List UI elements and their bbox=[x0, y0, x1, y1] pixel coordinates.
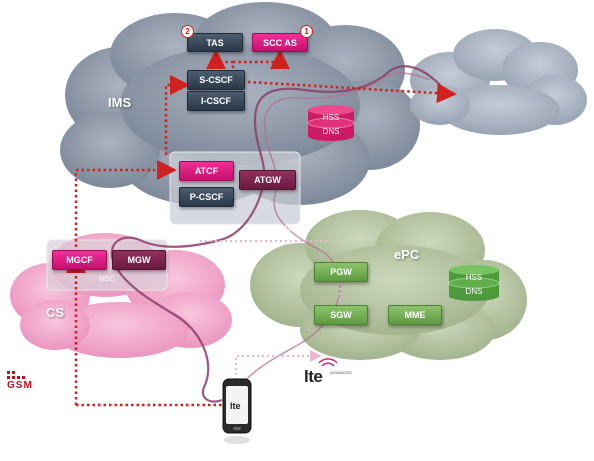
scc-as-step-badge: 1 bbox=[300, 25, 313, 38]
media-path bbox=[110, 65, 441, 403]
p-cscf-node-label: P-CSCF bbox=[189, 192, 224, 202]
epc-region-label: ePC bbox=[394, 247, 420, 262]
asbc-label: A-SBC bbox=[271, 226, 293, 233]
scc-as-node-label: SCC AS bbox=[263, 37, 297, 48]
lte-logo-tagline: ADVANCED bbox=[330, 370, 352, 375]
mme-node-label: MME bbox=[404, 310, 426, 320]
tas-node[interactable]: TAS bbox=[187, 33, 243, 52]
gsm-logo-mark-icon bbox=[7, 371, 25, 379]
epc-hss-dns-database bbox=[448, 265, 500, 301]
mgcf-node-label: MGCF bbox=[66, 255, 93, 265]
s-cscf-node[interactable]: S-CSCF bbox=[187, 70, 245, 90]
s-cscf-node-label: S-CSCF bbox=[199, 75, 233, 85]
gsm-logo-text: GSM bbox=[7, 380, 33, 391]
mme-node[interactable]: MME bbox=[388, 305, 442, 325]
smartphone-icon bbox=[222, 378, 252, 444]
bearer-paths bbox=[200, 240, 341, 385]
msc-label: MSC bbox=[99, 276, 115, 283]
sgw-node[interactable]: SGW bbox=[314, 305, 368, 325]
cs-region-label: CS bbox=[46, 305, 65, 320]
atcf-node[interactable]: ATCF bbox=[179, 161, 234, 181]
tas-node-label: TAS bbox=[206, 37, 224, 48]
scc-as-node[interactable]: SCC AS bbox=[252, 33, 308, 52]
atgw-node-label: ATGW bbox=[254, 175, 281, 185]
phone-screen-lte-text: lte bbox=[230, 401, 241, 411]
pgw-node[interactable]: PGW bbox=[314, 262, 368, 282]
lte-logo: lte ADVANCED bbox=[300, 358, 360, 388]
p-cscf-node[interactable]: P-CSCF bbox=[179, 187, 234, 207]
sgw-node-label: SGW bbox=[330, 310, 352, 320]
mgw-node-label: MGW bbox=[127, 255, 151, 265]
epc-hss-label: HSS bbox=[465, 273, 483, 282]
lte-logo-text: lte bbox=[304, 367, 323, 386]
media-path-secondary bbox=[235, 72, 431, 393]
atgw-node[interactable]: ATGW bbox=[239, 170, 296, 190]
tas-step-badge: 2 bbox=[181, 25, 194, 38]
ims-dns-label: DNS bbox=[322, 127, 340, 136]
gsm-logo: GSM bbox=[5, 370, 49, 394]
ims-hss-dns-database bbox=[307, 105, 355, 141]
i-cscf-node-label: I-CSCF bbox=[201, 96, 231, 106]
i-cscf-node[interactable]: I-CSCF bbox=[187, 91, 245, 111]
mobile-phone[interactable]: lte bbox=[221, 378, 253, 448]
atcf-node-label: ATCF bbox=[194, 166, 219, 176]
lte-signal-icon bbox=[318, 358, 338, 367]
ims-hss-label: HSS bbox=[322, 113, 340, 122]
mgcf-node[interactable]: MGCF bbox=[52, 250, 107, 270]
signaling-paths bbox=[66, 49, 457, 407]
pgw-node-label: PGW bbox=[330, 267, 352, 277]
mgw-node[interactable]: MGW bbox=[112, 250, 166, 270]
external-network-cloud bbox=[410, 29, 587, 135]
epc-dns-label: DNS bbox=[465, 287, 483, 296]
ims-region-label: IMS bbox=[108, 95, 132, 110]
